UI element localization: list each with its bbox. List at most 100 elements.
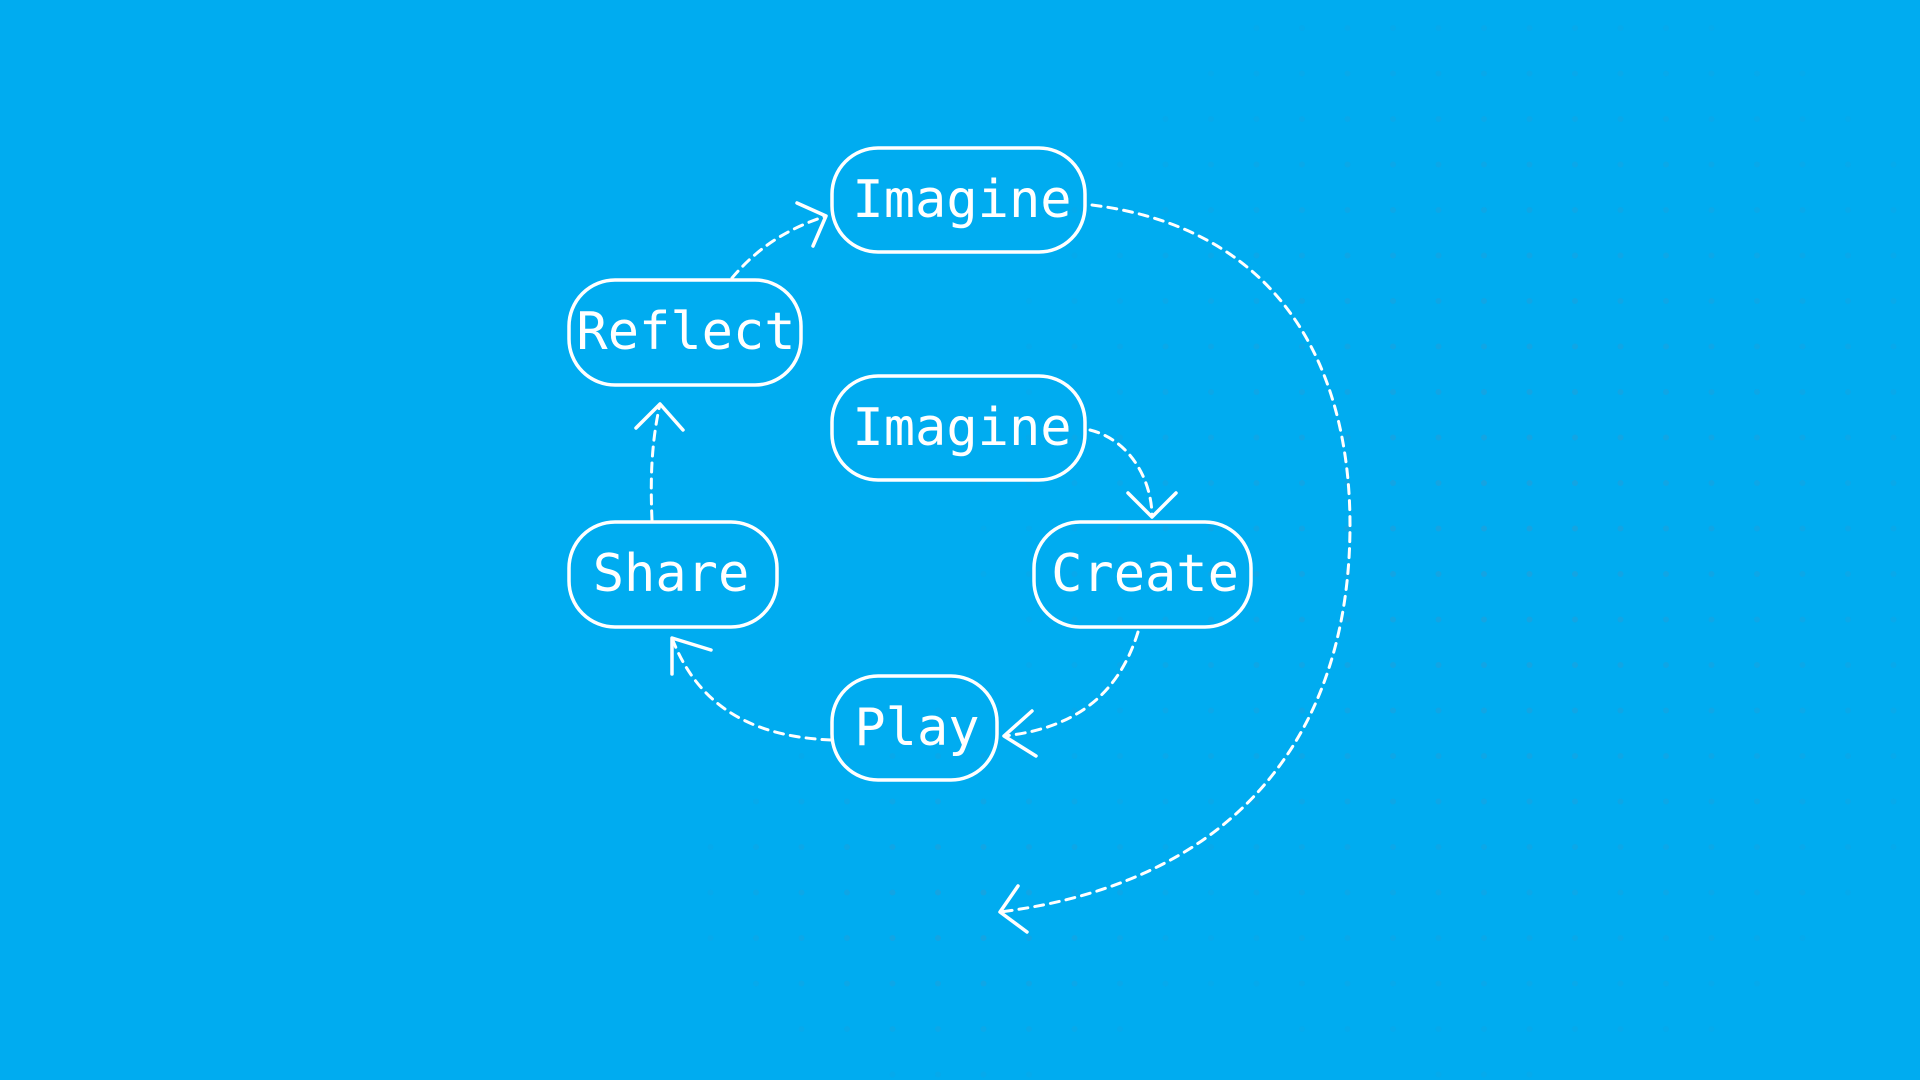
background-dot	[1390, 935, 1396, 941]
background-dot	[1026, 798, 1032, 805]
background-dot	[1708, 480, 1715, 486]
background-dot	[1253, 252, 1260, 259]
background-dot	[1435, 571, 1442, 577]
background-dot	[798, 889, 805, 896]
background-dot	[1481, 207, 1487, 213]
background-dot	[1435, 298, 1442, 304]
background-dot	[980, 889, 987, 896]
background-dot	[1208, 389, 1214, 395]
background-dot	[1435, 480, 1442, 486]
background-dot	[1162, 753, 1169, 759]
background-dot	[1526, 25, 1533, 31]
background-dot	[1526, 1026, 1533, 1032]
arrowhead-share-to-reflect	[634, 402, 685, 432]
background-dot	[1299, 662, 1305, 668]
background-dot	[1572, 753, 1578, 759]
background-dot	[1299, 298, 1305, 304]
background-dot	[1162, 798, 1169, 805]
background-dot	[1390, 343, 1396, 350]
background-dot	[1481, 343, 1487, 350]
background-dot	[1754, 753, 1760, 759]
background-dot	[1890, 753, 1897, 759]
connector-imagine-outer-loop	[998, 203, 1352, 914]
background-dot	[1526, 616, 1533, 623]
background-dot	[1708, 707, 1715, 714]
background-dot	[1026, 1026, 1032, 1032]
background-dot	[1253, 25, 1260, 31]
background-dot	[1708, 980, 1715, 987]
background-dot	[1071, 343, 1078, 350]
background-dot	[1435, 616, 1442, 623]
background-dot	[980, 980, 987, 987]
connector-reflect-to-imagine	[730, 214, 828, 280]
background-dot	[1890, 571, 1897, 577]
background-dot	[1799, 389, 1806, 395]
background-dot	[1299, 252, 1305, 259]
background-dot	[1663, 389, 1669, 395]
background-dot	[1117, 707, 1123, 714]
background-dot	[1572, 1026, 1578, 1032]
background-dot	[1253, 389, 1260, 395]
background-dot	[1526, 798, 1533, 805]
background-dot	[1117, 571, 1123, 577]
background-dot	[1799, 161, 1806, 168]
background-dot	[1026, 1071, 1032, 1078]
background-dot	[1526, 889, 1533, 896]
background-dot	[1117, 434, 1123, 441]
background-dot	[707, 889, 714, 896]
background-dot	[1663, 343, 1669, 350]
background-dot	[1754, 525, 1760, 532]
background-dot	[1117, 844, 1123, 850]
background-dot	[1390, 161, 1396, 168]
background-dot	[1845, 525, 1851, 532]
background-dot	[1208, 980, 1214, 987]
background-dot	[1253, 434, 1260, 441]
background-dot	[1344, 70, 1351, 77]
background-dot	[1617, 252, 1624, 259]
node-reflect-label: Reflect	[576, 302, 795, 362]
background-dot	[1890, 525, 1897, 532]
background-dot	[1435, 844, 1442, 850]
background-dot	[980, 753, 987, 759]
background-dot	[1071, 935, 1078, 941]
background-dot	[1117, 753, 1123, 759]
background-dot	[1162, 207, 1169, 213]
background-dot	[1299, 935, 1305, 941]
background-dot	[1390, 389, 1396, 395]
background-dot	[1617, 616, 1624, 623]
background-dot	[1344, 343, 1351, 350]
background-dot	[1754, 298, 1760, 304]
background-dot	[707, 935, 714, 941]
background-dot	[1390, 298, 1396, 304]
background-dot	[1708, 753, 1715, 759]
node-create-label: Create	[1051, 544, 1239, 604]
background-dot	[1799, 662, 1806, 668]
background-dot	[1754, 480, 1760, 486]
background-dot	[753, 889, 759, 896]
background-dot	[1026, 844, 1032, 850]
background-dot	[1481, 662, 1487, 668]
background-dot	[1435, 207, 1442, 213]
background-dot	[1390, 480, 1396, 486]
background-dot	[1208, 207, 1214, 213]
background-dot	[1481, 798, 1487, 805]
background-dot	[1117, 252, 1123, 259]
background-dot	[1845, 389, 1851, 395]
background-dot	[1253, 571, 1260, 577]
background-dot	[1481, 571, 1487, 577]
background-dot	[1799, 207, 1806, 213]
background-dot	[1481, 70, 1487, 77]
background-dot	[980, 1071, 987, 1078]
background-dot	[1845, 707, 1851, 714]
arrowhead-create-to-play	[1002, 709, 1038, 758]
background-dot	[1208, 707, 1214, 714]
background-dot	[1799, 480, 1806, 486]
background-dot	[1799, 753, 1806, 759]
background-dot	[1845, 889, 1851, 896]
background-dot	[1253, 662, 1260, 668]
background-dot	[1071, 298, 1078, 304]
background-dot	[1572, 161, 1578, 168]
background-dot	[1435, 116, 1442, 122]
background-dot	[844, 935, 850, 941]
background-dot	[1299, 343, 1305, 350]
